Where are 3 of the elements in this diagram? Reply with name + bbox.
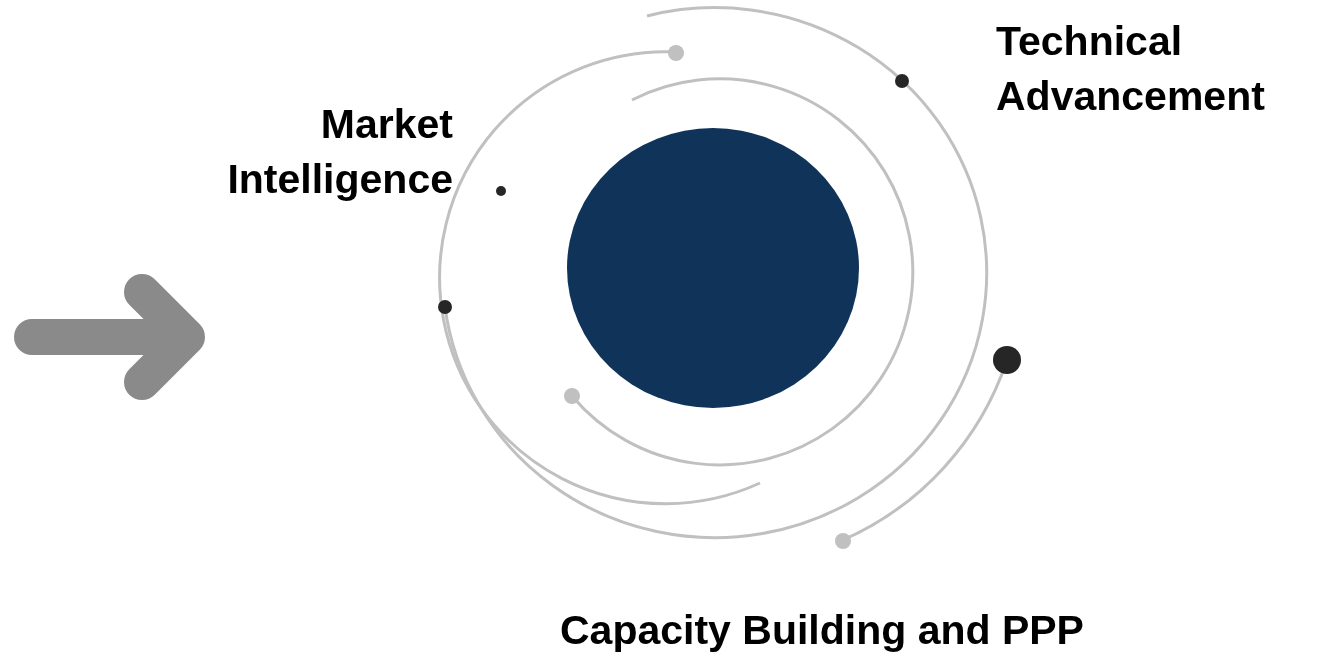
category-label: Technical Advancement bbox=[996, 17, 1266, 121]
category-label: Capacity Building and PPP bbox=[560, 606, 1085, 655]
category-label: Market Intelligence bbox=[226, 100, 453, 204]
